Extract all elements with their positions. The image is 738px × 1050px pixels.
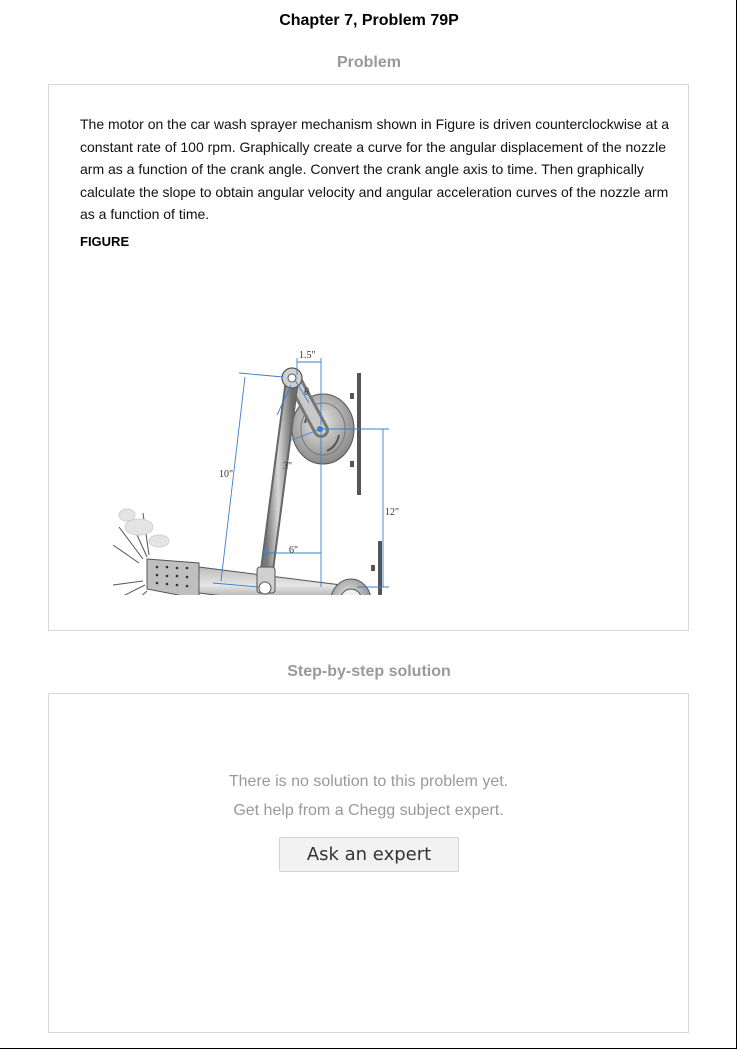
dim-crank-label: 3"	[283, 461, 292, 472]
dim-coupler-label: 10"	[219, 469, 233, 480]
spray-clouds	[118, 508, 170, 548]
no-solution-message: There is no solution to this problem yet…	[228, 773, 509, 790]
problem-card: The motor on the car wash sprayer mechan…	[48, 84, 689, 631]
problem-text: The motor on the car wash sprayer mechan…	[80, 116, 670, 222]
upper-mounting-plate	[350, 373, 361, 495]
ask-an-expert-button[interactable]: Ask an expert	[279, 837, 459, 872]
coupler-rod	[260, 367, 303, 577]
pivot-hub	[331, 578, 371, 595]
figure-label: FIGURE	[80, 234, 130, 249]
dim-pivot-label: 6"	[289, 545, 298, 556]
dim-height-label: 12"	[385, 507, 399, 518]
dim-crank-offset-label: 1.5"	[299, 350, 316, 361]
lower-mounting-plate	[371, 541, 382, 595]
solution-heading: Step-by-step solution	[287, 663, 451, 680]
dim-theta-label: θ	[304, 387, 309, 398]
sprayer-mechanism-figure: 1.5" θ 3" 10" 12" 6"	[112, 350, 399, 595]
problem-heading: Problem	[336, 54, 401, 71]
spray-nozzle	[146, 558, 200, 595]
dimension-lines	[212, 358, 389, 588]
solution-card: There is no solution to this problem yet…	[48, 693, 689, 1033]
chapter-title: Chapter 7, Problem 79P	[279, 12, 459, 29]
expert-help-message: Get help from a Chegg subject expert.	[233, 802, 504, 819]
